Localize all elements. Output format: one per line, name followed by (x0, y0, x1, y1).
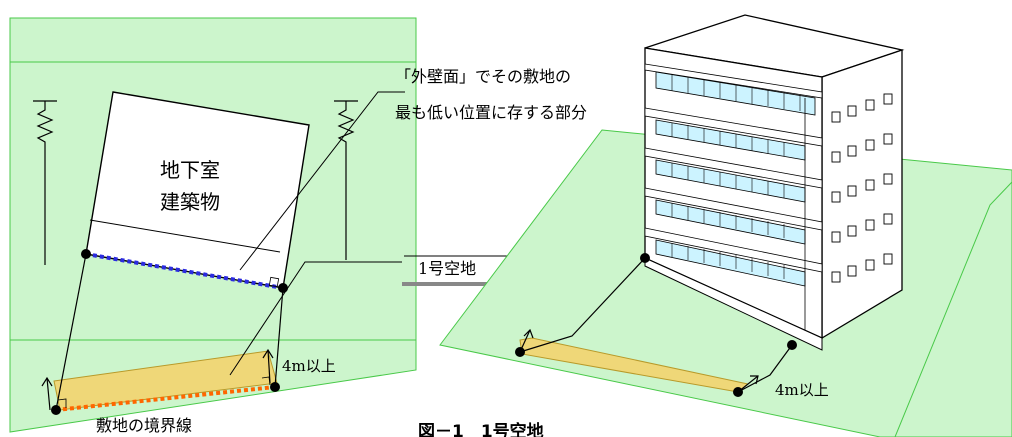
outer-wall-lowest-part (85, 252, 284, 290)
right-angle-tick-left (57, 398, 67, 408)
boundary-line-label: 敷地の境界線 (96, 416, 192, 435)
point-3d-boundary-right (733, 387, 743, 397)
building-floor-line (89, 219, 281, 253)
left-ground-marker (33, 100, 57, 265)
right-slope-ridge (894, 181, 1012, 437)
leader-to-left-open-space (229, 261, 402, 376)
callout-outer-wall-1: 「外壁面」でその敷地の (395, 67, 571, 86)
offset-line-left (55, 253, 87, 411)
right-angle-tick-right (261, 376, 271, 386)
min-width-label-right: 4m以上 (775, 381, 829, 399)
building-base (644, 257, 823, 351)
point-3d-boundary-left (515, 347, 525, 357)
width-arrow-right (267, 349, 271, 384)
point-building-right (278, 283, 288, 293)
width-arrowhead-right-3d-right (750, 375, 759, 385)
point-3d-building-right (787, 340, 797, 350)
offset-line-right (274, 287, 284, 388)
callout-outer-wall-2: 最も低い位置に存する部分 (395, 103, 587, 122)
offset-line-building-right (737, 344, 793, 393)
min-width-label-left: 4m以上 (282, 357, 336, 375)
figure-caption: 図－1 1号空地 (418, 421, 544, 437)
width-arrow-left (46, 377, 51, 411)
width-arrowhead-right-3d-left (523, 328, 534, 339)
underground-label-1: 地下室 (160, 158, 220, 182)
left-diagram: 地下室 建築物 4m以上 敷地の境界線 (9, 17, 417, 435)
floor-band-1 (644, 63, 823, 116)
open-space-label: 1号空地 (418, 259, 476, 278)
right-ground-marker (334, 100, 358, 260)
width-arrowhead-right (262, 348, 274, 359)
site-boundary-line-left (55, 385, 276, 412)
callout-leader-outer-wall (239, 91, 405, 271)
width-arrowhead-left (41, 376, 53, 387)
right-face-windows (831, 93, 893, 283)
underground-label-2: 建築物 (160, 190, 220, 214)
point-building-left (81, 249, 91, 259)
point-boundary-right (270, 382, 280, 392)
point-boundary-left (51, 405, 61, 415)
right-diagram: 4m以上 (439, 14, 1012, 437)
right-angle-mark (268, 276, 280, 288)
window-mullions (671, 75, 801, 279)
point-3d-building-left (640, 253, 650, 263)
offset-line-building-left (519, 257, 646, 353)
